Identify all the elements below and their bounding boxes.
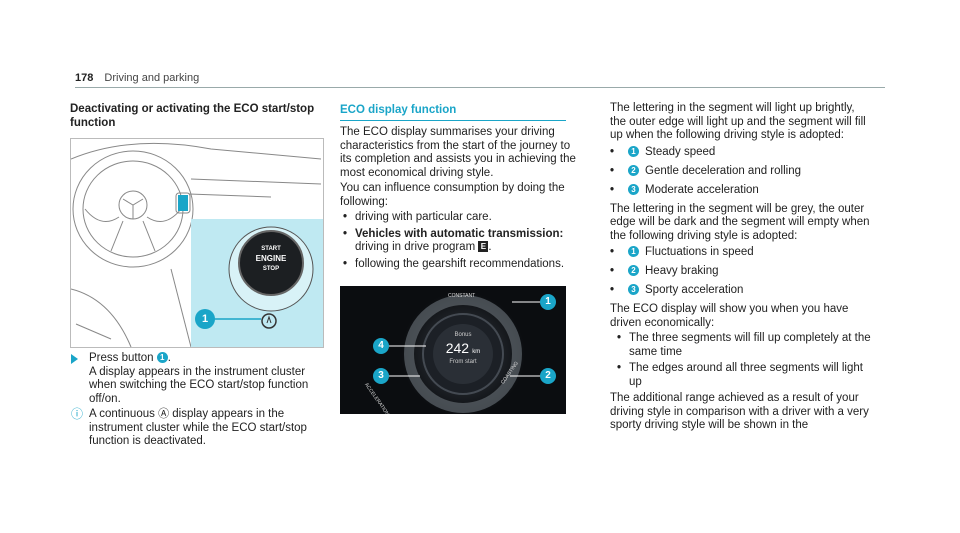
gauge-callout-2: 2: [540, 368, 556, 384]
info-text-post: display appears in the instrument cluste…: [89, 408, 307, 447]
list-item-text: The edges around all three segments will…: [629, 362, 863, 388]
action-arrow-icon: [71, 354, 78, 364]
bonus-value: 242 km: [438, 340, 488, 356]
steering-wheel-drawing: [71, 142, 322, 347]
page-number: 178: [75, 72, 94, 84]
step-callout-number: 1: [156, 352, 168, 364]
info-note: ⓘ A continuous Ⓐ display appears in the …: [71, 407, 321, 449]
list-callout-number: 2: [628, 164, 639, 176]
eco-off-icon: Ⓐ: [158, 408, 170, 420]
section-heading-eco-display: ECO display function: [340, 104, 566, 121]
info-text-pre: A continuous: [89, 408, 155, 420]
economical-paragraph: The ECO display will show you when you h…: [610, 303, 849, 329]
eco-influence-paragraph: You can influence consumption by doing t…: [340, 182, 565, 208]
list-item-text: The three segments will fill up complete…: [629, 332, 871, 358]
list-callout-number: 3: [628, 284, 639, 296]
bonus-value-number: 242: [445, 340, 470, 356]
list-item: The edges around all three segments will…: [614, 362, 872, 389]
eco-display-image: CONSTANT ACCELERATION COASTING Bonus 242…: [340, 286, 566, 414]
eco-gauge-drawing: [340, 286, 566, 414]
callout-1: 1: [195, 309, 215, 329]
eco-intro-paragraph: The ECO display summarises your driving …: [340, 126, 576, 179]
dashboard-illustration: START ENGINE STOP 1: [70, 138, 324, 348]
bright-segment-paragraph: The lettering in the segment will light …: [610, 102, 866, 141]
list-item-end: .: [488, 241, 492, 253]
drive-program-e-icon: E: [478, 241, 489, 253]
list-item: Vehicles with automatic transmission: dr…: [340, 228, 576, 255]
info-icon: ⓘ: [71, 407, 84, 421]
bonus-label: Bonus: [454, 332, 472, 338]
list-callout-number: 3: [628, 183, 639, 195]
button-label: START ENGINE STOP: [243, 244, 299, 274]
additional-range-paragraph: The additional range achieved as a resul…: [610, 392, 869, 431]
step-press-button: Press button 1. A display appears in the…: [71, 352, 321, 406]
from-start-label: From start: [449, 359, 477, 365]
list-callout-number: 2: [628, 265, 639, 277]
section-heading-eco-start-stop: Deactivating or activating the ECO start…: [70, 103, 315, 129]
start-stop-button-drawing: [178, 195, 314, 329]
instruction-block: Press button 1. A display appears in the…: [71, 352, 321, 449]
list-item-text: Gentle deceleration and rolling: [645, 164, 801, 177]
eco-display-text: The ECO display summarises your driving …: [340, 126, 576, 274]
list-item-text: Fluctuations in speed: [645, 246, 754, 258]
header-divider: [75, 87, 885, 88]
bonus-value-unit: km: [472, 349, 481, 355]
economical-list: The three segments will fill up complete…: [614, 332, 872, 389]
list-item: following the gearshift recommendations.: [340, 258, 576, 272]
button-label-engine: ENGINE: [255, 254, 287, 263]
grey-segment-paragraph: The lettering in the segment will be gre…: [610, 202, 870, 242]
button-label-start: START: [261, 246, 281, 252]
gauge-callout-3: 3: [373, 368, 389, 384]
list-item: The three segments will fill up complete…: [614, 332, 872, 359]
step-result-text: A display appears in the instrument clus…: [89, 365, 309, 405]
list-item-bold: Vehicles with automatic transmission:: [355, 227, 564, 240]
list-item-text: Steady speed: [645, 145, 716, 158]
step-suffix: .: [167, 352, 171, 364]
influence-list: driving with particular care. Vehicles w…: [340, 211, 576, 271]
segment-label-constant: CONSTANT: [448, 293, 476, 299]
list-callout-number: 1: [628, 145, 639, 157]
list-item-text: driving with particular care.: [355, 211, 492, 223]
page-header: 178 Driving and parking: [75, 72, 199, 84]
gauge-callout-1: 1: [540, 294, 556, 310]
step-text: Press button: [89, 352, 154, 364]
list-item-text: following the gearshift recommendations.: [355, 257, 565, 270]
gauge-callout-4: 4: [373, 338, 389, 354]
right-column-text: The lettering in the segment will light …: [610, 102, 872, 433]
button-label-stop: STOP: [262, 266, 280, 272]
section-title: Driving and parking: [104, 72, 200, 84]
list-item: driving with particular care.: [340, 211, 576, 225]
list-item-text: driving in drive program: [355, 241, 476, 253]
list-item-text: Sporty acceleration: [645, 284, 744, 296]
list-item-text: Moderate acceleration: [645, 183, 759, 196]
list-item-text: Heavy braking: [645, 265, 719, 277]
list-callout-number: 1: [628, 246, 639, 258]
